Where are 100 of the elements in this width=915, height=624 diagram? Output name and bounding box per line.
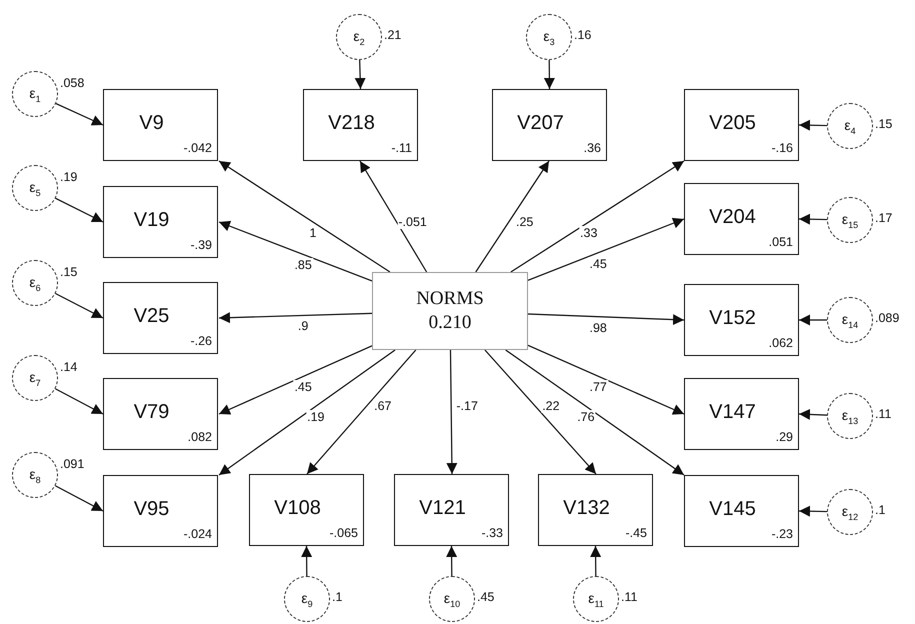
arrow: [799, 314, 827, 326]
variance-value: .14: [60, 360, 78, 374]
variable-name: V132: [562, 497, 611, 520]
observed-variable-box: [103, 378, 218, 450]
variance-value: .16: [574, 28, 592, 42]
variable-name: V207: [516, 112, 565, 135]
arrow: [528, 313, 684, 326]
variable-name: V25: [132, 305, 170, 328]
edge-label: .9: [296, 319, 310, 334]
edge-label: .22: [541, 398, 561, 413]
factor-name: NORMS: [416, 287, 484, 311]
variable-name: V218: [327, 112, 376, 135]
error-term: ε$_{13}$: [842, 406, 858, 426]
edge-label: .45: [293, 380, 313, 394]
variable-name: V108: [273, 497, 322, 520]
edge-label: .85: [293, 258, 313, 272]
variable-name: V152: [708, 307, 757, 330]
arrow: [446, 546, 458, 576]
arrow: [306, 350, 416, 474]
variable-name: V121: [418, 497, 467, 520]
edge-label: .19: [306, 410, 326, 424]
arrow: [301, 546, 312, 576]
arrow: [218, 350, 396, 476]
variable-name: V204: [708, 206, 757, 229]
arrow: [484, 350, 596, 474]
variable-name: V205: [708, 112, 757, 135]
variable-name: V145: [708, 498, 757, 521]
factor-value: 0.210: [428, 311, 472, 335]
arrow: [218, 312, 372, 324]
variable-name: V79: [132, 401, 170, 424]
intercept-value: -.042: [184, 141, 212, 155]
intercept-value: -.45: [625, 526, 647, 540]
observed-variable-box: [103, 282, 218, 354]
error-term: ε$_{9}$: [301, 590, 313, 608]
error-term: ε$_{7}$: [29, 368, 41, 388]
arrow: [528, 344, 684, 415]
arrow: [218, 160, 390, 272]
intercept-value: -.024: [184, 527, 212, 541]
variance-value: .45: [477, 590, 494, 604]
observed-variable-box: [684, 183, 799, 255]
observed-variable-box: [684, 475, 799, 547]
arrow: [798, 214, 828, 225]
observed-variable-box: [492, 89, 607, 161]
error-term: ε$_{1}$: [29, 84, 41, 104]
arrow: [510, 160, 684, 272]
intercept-value: -.065: [330, 526, 358, 540]
observed-variable-box: [103, 89, 218, 161]
intercept-value: .29: [776, 430, 793, 444]
variance-value: .21: [384, 28, 402, 42]
error-term: ε$_{11}$: [588, 590, 604, 608]
variance-value: .15: [875, 117, 892, 131]
variance-value: .15: [60, 265, 78, 279]
observed-variable-box: [684, 284, 799, 356]
edge-label: .76: [576, 410, 596, 424]
edge-label: .25: [515, 215, 534, 230]
arrow: [359, 160, 428, 272]
error-term: ε$_{14}$: [842, 310, 858, 330]
arrow: [354, 60, 366, 90]
variance-value: .11: [621, 590, 638, 604]
intercept-value: -.39: [190, 238, 212, 252]
arrow: [55, 485, 104, 512]
intercept-value: .051: [768, 235, 793, 249]
arrow: [590, 546, 602, 576]
arrow: [218, 345, 372, 415]
variable-name: V95: [132, 498, 170, 521]
variance-value: .17: [875, 211, 892, 225]
intercept-value: -.11: [391, 141, 412, 155]
observed-variable-box: [684, 378, 799, 450]
error-term: ε$_{8}$: [29, 466, 41, 484]
arrow: [55, 198, 104, 223]
intercept-value: -.23: [771, 527, 793, 541]
variance-value: .11: [875, 407, 892, 421]
variance-value: .091: [60, 457, 84, 471]
edge-label: -.051: [397, 215, 428, 230]
variance-value: .089: [875, 311, 900, 325]
latent-variable-box: [372, 272, 528, 350]
error-term: ε$_{12}$: [842, 502, 858, 522]
observed-variable-box: [103, 186, 218, 258]
arrow: [55, 388, 104, 415]
variable-name: V9: [138, 112, 165, 135]
error-term: ε$_{6}$: [29, 274, 41, 292]
intercept-value: -.26: [190, 334, 212, 348]
arrow: [798, 408, 828, 420]
intercept-value: .082: [188, 430, 212, 444]
observed-variable-box: [303, 89, 418, 161]
intercept-value: .062: [768, 336, 793, 350]
arrow: [55, 293, 104, 319]
variance-value: .1: [332, 590, 342, 604]
intercept-value: -.16: [771, 141, 793, 155]
error-term: ε$_{15}$: [842, 210, 858, 230]
arrow: [544, 60, 555, 89]
edge-label: .33: [579, 226, 598, 240]
edge-label: .45: [588, 256, 608, 271]
arrow: [218, 220, 372, 282]
edge-label: .98: [588, 320, 608, 335]
error-term: ε$_{2}$: [353, 28, 365, 46]
observed-variable-box: [394, 474, 509, 546]
error-term: ε$_{10}$: [444, 590, 460, 608]
error-term: ε$_{4}$: [844, 116, 856, 136]
arrow: [475, 160, 550, 272]
